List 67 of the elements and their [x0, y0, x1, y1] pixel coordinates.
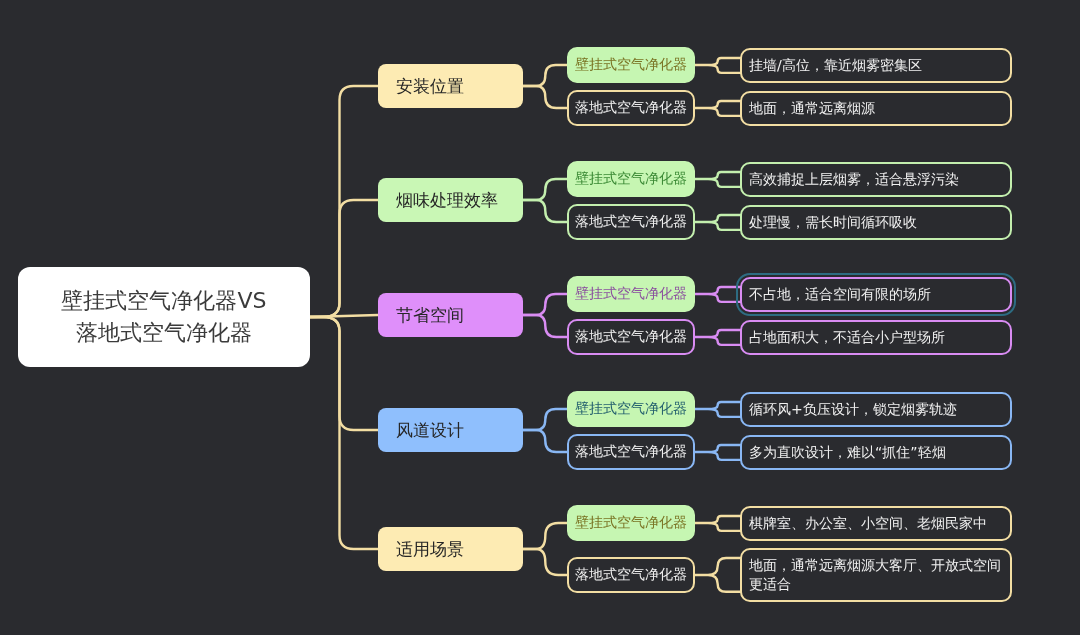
brace-connector: [693, 170, 742, 189]
subtopic-box: [567, 505, 695, 541]
detail-box: [740, 91, 1012, 126]
subtopic-label: 壁挂式空气净化器: [575, 285, 687, 303]
topic-label: 烟味处理效率: [396, 188, 498, 212]
detail-text: 挂墙/高位，靠近烟雾密集区: [749, 56, 922, 75]
subtopic-label: 壁挂式空气净化器: [575, 400, 687, 418]
topic-box: [378, 293, 523, 337]
topic-box: [378, 527, 523, 571]
subtopic-label: 落地式空气净化器: [575, 566, 687, 584]
detail-text: 循环风+负压设计，锁定烟雾轨迹: [749, 400, 957, 419]
subtopic-box: [567, 276, 695, 312]
brace-connector: [693, 328, 742, 347]
detail-box: [740, 162, 1012, 197]
brace-connector: [693, 56, 742, 75]
subtopic-box: [567, 557, 695, 593]
detail-box: [740, 548, 1012, 602]
topic-label: 节省空间: [396, 303, 464, 327]
subtopic-label: 落地式空气净化器: [575, 328, 687, 346]
brace-connector: [693, 556, 742, 593]
brace-connector: [521, 313, 569, 339]
subtopic-label: 落地式空气净化器: [575, 213, 687, 231]
subtopic-label: 壁挂式空气净化器: [575, 56, 687, 74]
detail-text: 高效捕捉上层烟雾，适合悬浮污染: [749, 170, 959, 189]
subtopic-label: 壁挂式空气净化器: [575, 170, 687, 188]
detail-box: [740, 392, 1012, 427]
brace-connector: [693, 285, 742, 304]
subtopic-box: [567, 319, 695, 355]
subtopic-label: 落地式空气净化器: [575, 443, 687, 461]
topic-label: 安装位置: [396, 74, 464, 98]
subtopic-box: [567, 90, 695, 126]
brace-connector: [521, 428, 569, 454]
subtopic-label: 壁挂式空气净化器: [575, 514, 687, 532]
detail-box: [740, 435, 1012, 470]
brace-connector: [693, 514, 742, 533]
central-topic-box: [18, 267, 310, 367]
brace-connector: [693, 213, 742, 232]
brace-connector: [521, 198, 569, 224]
detail-box: [740, 506, 1012, 541]
brace-connector: [308, 315, 380, 551]
detail-text: 地面，通常远离烟源: [749, 99, 875, 118]
subtopic-label: 落地式空气净化器: [575, 99, 687, 117]
detail-text: 占地面积大，不适合小户型场所: [749, 328, 945, 347]
central-topic-label: 壁挂式空气净化器VS落地式空气净化器: [60, 287, 268, 347]
detail-text: 棋牌室、办公室、小空间、老烟民家中: [749, 514, 987, 533]
brace-connector: [521, 84, 569, 110]
brace-connector: [693, 99, 742, 118]
detail-text: 多为直吹设计，难以“抓住”轻烟: [749, 443, 946, 462]
subtopic-box: [567, 161, 695, 197]
detail-text: 地面，通常远离烟源大客厅、开放式空间更适合: [749, 556, 1002, 594]
detail-text: 不占地，适合空间有限的场所: [749, 285, 931, 304]
subtopic-box: [567, 47, 695, 83]
subtopic-box: [567, 434, 695, 470]
detail-text: 处理慢，需长时间循环吸收: [749, 213, 917, 232]
topic-box: [378, 178, 523, 222]
topic-label: 风道设计: [396, 418, 464, 442]
topic-box: [378, 64, 523, 108]
subtopic-box: [567, 391, 695, 427]
brace-connector: [693, 443, 742, 462]
topic-label: 适用场景: [396, 537, 464, 561]
detail-box: [740, 205, 1012, 240]
detail-box: [740, 48, 1012, 83]
brace-connector: [521, 547, 569, 577]
topic-box: [378, 408, 523, 452]
detail-box: [740, 320, 1012, 355]
brace-connector: [693, 400, 742, 419]
subtopic-box: [567, 204, 695, 240]
